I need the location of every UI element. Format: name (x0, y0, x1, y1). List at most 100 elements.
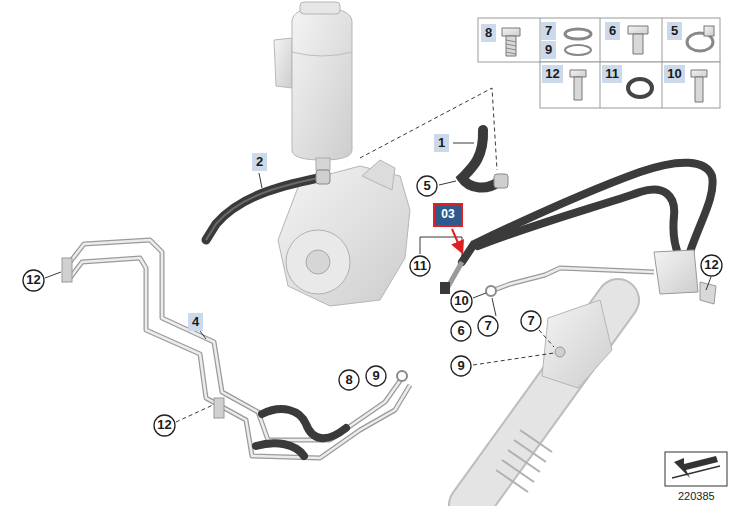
table-tag: 9 (541, 41, 556, 59)
leader-line (200, 331, 206, 339)
pipe-fill (494, 268, 654, 290)
callout-outline (451, 356, 471, 376)
damper-block (654, 250, 698, 294)
callout-text: 10 (454, 294, 468, 308)
callout-number: 12 (700, 254, 723, 277)
reservoir-bracket (274, 38, 292, 88)
callout-outline (417, 176, 437, 196)
bolt-icon (506, 36, 516, 56)
pipe-hose (256, 443, 304, 456)
reservoir (274, 2, 352, 170)
callout-outline (410, 256, 430, 276)
thread-lines (506, 40, 516, 54)
callout-text: 1 (438, 136, 445, 150)
pipe-nut (440, 282, 450, 294)
reservoir-outlet (316, 158, 330, 170)
hose-fitting (316, 170, 330, 184)
table-tag: 8 (481, 24, 496, 42)
pipe-bracket (214, 398, 224, 418)
part-tag: 4 (188, 313, 203, 331)
bolt-icon (570, 70, 586, 77)
callout-text: 03 (441, 208, 454, 221)
pressure-hose (478, 189, 680, 258)
pump-hub (306, 250, 330, 274)
pipe-fill (70, 258, 410, 458)
callout-text: 10 (667, 67, 681, 81)
pressure-hose (462, 163, 713, 262)
rack-tube (470, 300, 618, 505)
callout-outline (451, 291, 472, 312)
callout-text: 2 (256, 155, 263, 169)
callout-text: 5 (671, 24, 678, 38)
table-line (600, 18, 601, 108)
callout-text: 9 (457, 359, 464, 373)
bolt-icon (695, 77, 703, 102)
callout-number: 5 (416, 175, 438, 197)
clamp-icon (704, 26, 714, 36)
orientation-icon (665, 452, 727, 486)
pipe-fill (70, 240, 402, 440)
reference-badge: 03 (433, 203, 463, 227)
parts-table (478, 18, 720, 108)
callout-outline (339, 370, 359, 390)
leader-line (706, 277, 711, 290)
icon-arrow (674, 456, 718, 478)
table-tag: 6 (605, 22, 620, 40)
bolt-icon (502, 28, 520, 36)
leader-lines (45, 88, 711, 422)
part-tag: 1 (434, 134, 449, 152)
callout-outline (23, 270, 44, 291)
callout-text: 11 (605, 67, 619, 81)
hose-fitting (494, 174, 508, 188)
callout-text: 7 (527, 314, 534, 328)
part-tag: 2 (252, 153, 267, 171)
callout-text: 8 (485, 26, 492, 40)
pump-pulley (286, 230, 350, 294)
leader-line (453, 143, 474, 144)
dashed-leader (176, 405, 213, 422)
drawing-number: 220385 (678, 490, 715, 502)
washer-icon (565, 29, 591, 39)
feed-hose (462, 130, 498, 188)
dashed-leader (473, 353, 554, 365)
table-tag: 10 (664, 65, 685, 83)
callout-number: 9 (365, 365, 387, 387)
leader-line (439, 181, 456, 185)
callout-text: 6 (609, 24, 616, 38)
callout-outline (154, 415, 175, 436)
callout-outline (366, 366, 386, 386)
callout-text: 12 (704, 258, 718, 272)
table-line (662, 18, 663, 108)
pipe-sleeve (397, 371, 407, 381)
callout-number: 7 (520, 310, 542, 332)
hoses (206, 130, 508, 240)
callout-text: 7 (545, 24, 552, 38)
callout-outline (521, 311, 541, 331)
table-row (540, 62, 720, 108)
rack-bellows (496, 430, 552, 492)
pipe-outline (70, 258, 410, 458)
reservoir-seam (292, 52, 352, 56)
callout-text: 12 (26, 273, 40, 287)
washer-icon (565, 45, 591, 55)
bolt-icon (691, 70, 707, 77)
leader-line (259, 173, 262, 188)
pipe-bracket (62, 258, 72, 282)
rack-tube (470, 300, 618, 505)
steering-rack (470, 300, 618, 505)
callout-outline (701, 255, 722, 276)
pressure-lines (440, 163, 716, 304)
bolt-icon (633, 34, 643, 54)
callout-number: 11 (409, 255, 431, 277)
callout-number: 12 (153, 414, 176, 437)
callout-text: 9 (372, 369, 379, 383)
rack-port (555, 347, 565, 357)
table-tag: 11 (602, 65, 622, 83)
pipe-outline (70, 240, 402, 440)
callout-outline (451, 321, 471, 341)
leader-line (45, 272, 61, 278)
table-tag: 5 (667, 22, 682, 40)
bolt-icon (628, 26, 648, 34)
leader-line (473, 293, 486, 298)
